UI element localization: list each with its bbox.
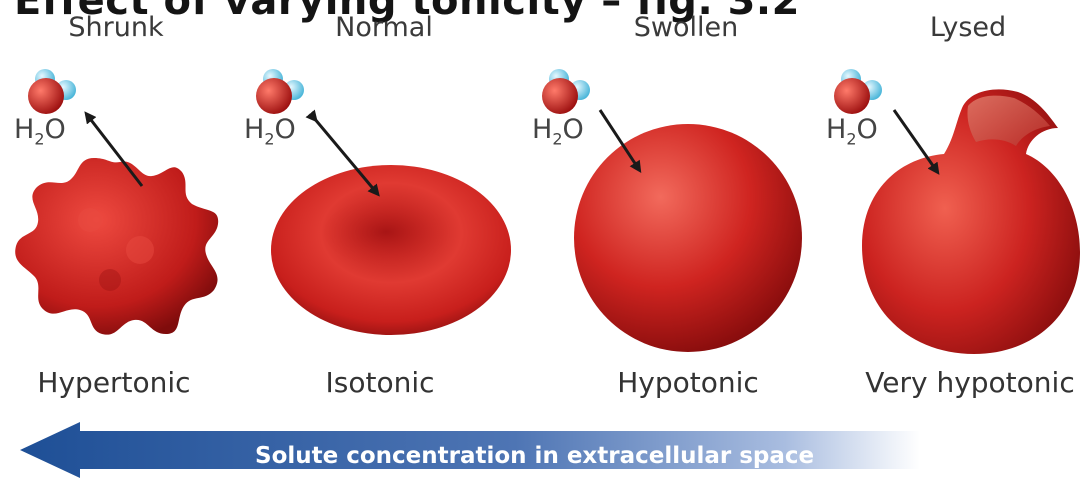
- arrow-out-icon: [88, 116, 142, 186]
- tonicity-label-hypertonic: Hypertonic: [37, 366, 190, 399]
- tonicity-label-isotonic: Isotonic: [325, 366, 434, 399]
- arrow-in-icon: [894, 110, 936, 170]
- concentration-label: Solute concentration in extracellular sp…: [255, 443, 814, 469]
- arrow-in-icon: [600, 110, 638, 168]
- tonicity-label-hypotonic: Hypotonic: [617, 366, 759, 399]
- arrow-both-icon: [314, 118, 376, 192]
- tonicity-label-very-hypotonic: Very hypotonic: [865, 366, 1074, 399]
